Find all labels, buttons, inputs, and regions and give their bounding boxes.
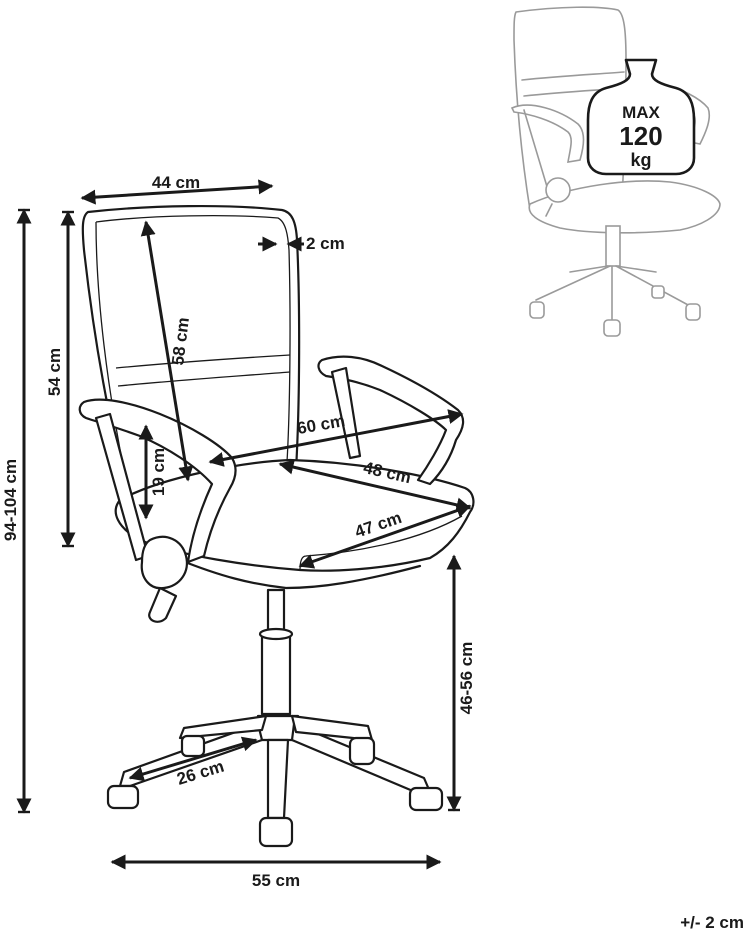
label-width-top: 44 cm	[152, 173, 200, 192]
dim-leg-length	[128, 736, 258, 782]
weight-value: 120	[619, 121, 662, 151]
backrest-mesh	[95, 215, 291, 471]
dimension-lines	[16, 179, 472, 870]
label-armrest-height: 19 cm	[149, 448, 168, 496]
dim-armrest-width	[208, 409, 464, 467]
cylinder-collar	[258, 627, 294, 641]
label-base-width: 55 cm	[252, 871, 300, 890]
weight-capacity-illustration: MAX 120 kg	[510, 6, 721, 337]
label-seat-height: 46-56 cm	[457, 642, 476, 715]
gas-cylinder-cover	[260, 630, 292, 716]
weight-unit: kg	[630, 150, 651, 170]
seat-underside	[178, 558, 422, 590]
backrest-frame	[81, 204, 301, 502]
weight-max-label: MAX	[622, 103, 660, 122]
label-armrest-width: 60 cm	[296, 411, 347, 438]
height-lever	[148, 586, 178, 623]
dim-backrest	[140, 220, 194, 482]
dim-width-top	[80, 179, 274, 205]
tolerance-note: +/- 2 cm	[680, 913, 744, 932]
label-total-height: 94-104 cm	[1, 459, 20, 541]
dim-seat-width	[298, 503, 472, 569]
lumbar-band	[115, 354, 291, 387]
weight-icon	[586, 58, 696, 176]
tilt-knob	[140, 535, 188, 590]
label-back-height: 54 cm	[45, 348, 64, 396]
gas-cylinder	[266, 588, 286, 636]
dim-seat-depth	[278, 459, 472, 513]
label-frame-thickness: 2 cm	[306, 234, 345, 253]
label-backrest-height: 58 cm	[168, 316, 193, 366]
